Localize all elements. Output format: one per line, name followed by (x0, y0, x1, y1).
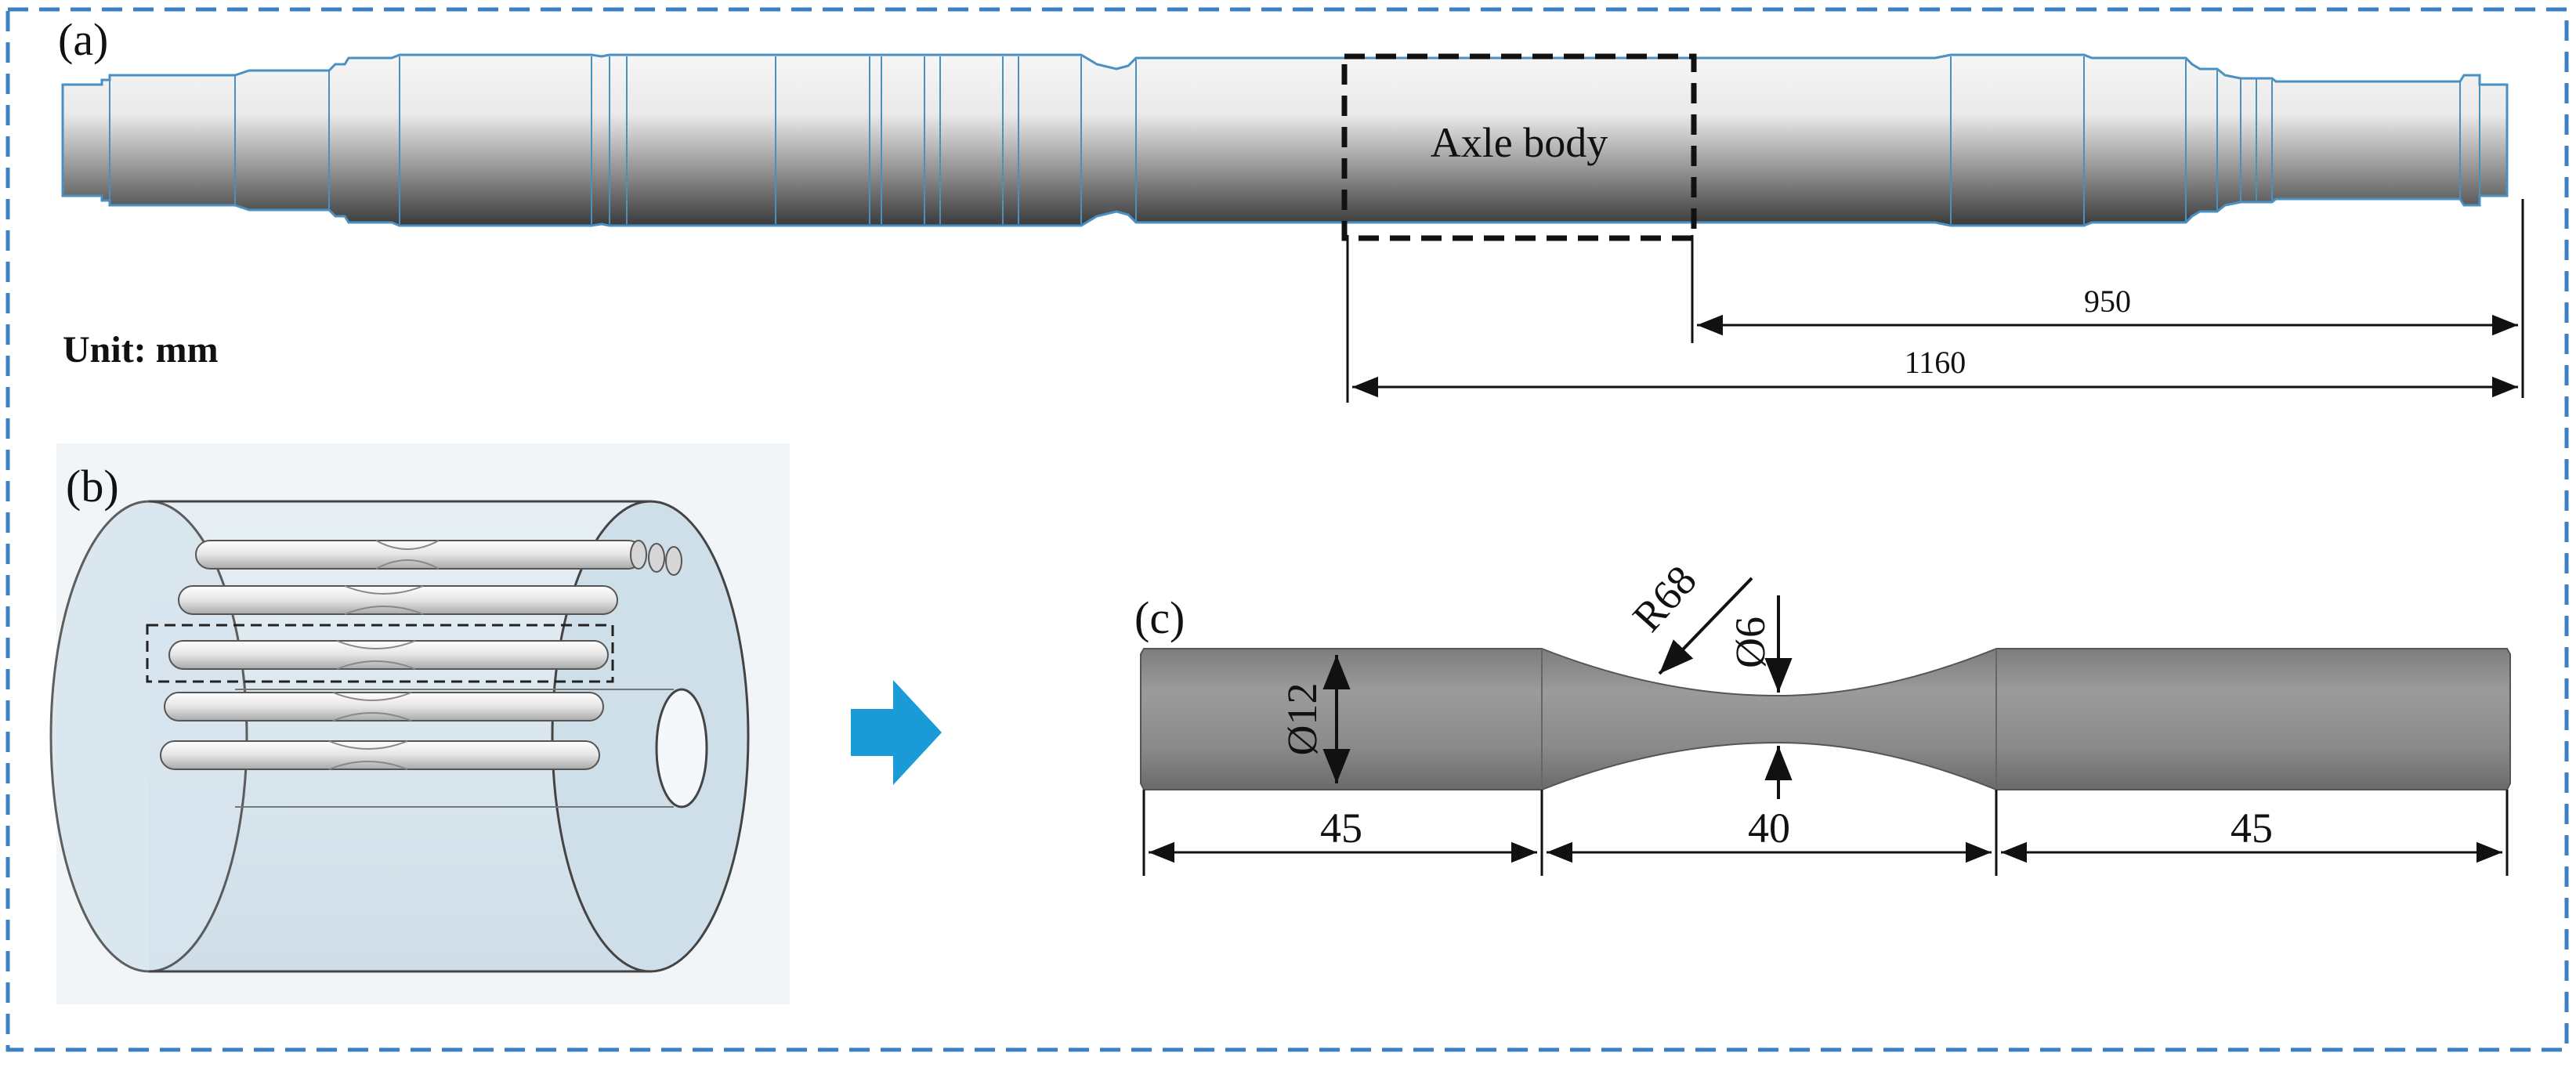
right-length-label: 45 (2230, 805, 2273, 852)
panel-c: (c) Ø12 Ø6 R68 45 40 45 (1134, 556, 2511, 876)
panel-c-label: (c) (1134, 592, 1185, 643)
chamber-left-end (49, 500, 248, 973)
rod-4 (164, 692, 604, 722)
rod-3 (168, 640, 609, 670)
panel-a: (a) (58, 14, 2524, 403)
chamber-bore (655, 688, 708, 808)
unit-label: Unit: mm (63, 329, 219, 371)
rod-5 (160, 740, 600, 770)
panel-b-label: (b) (66, 461, 119, 512)
panel-b: (b) (49, 443, 790, 1004)
left-length-label: 45 (1320, 805, 1362, 852)
axle-silhouette (61, 53, 2509, 227)
selected-rod-box (146, 624, 614, 683)
axle-section-lines (109, 56, 2480, 224)
dimension-1160: 1160 (1905, 345, 1966, 380)
axle-body-label: Axle body (1431, 119, 1608, 166)
dimension-950: 950 (2084, 284, 2131, 319)
rod-1 (195, 540, 643, 570)
shank-diameter-label: Ø12 (1279, 683, 1326, 756)
axle-dimension-lines (1346, 199, 2524, 403)
radius-leader (1658, 577, 1753, 675)
rod-neck-marks (328, 540, 440, 770)
right-arrow-icon (851, 680, 942, 785)
radius-label: R68 (1623, 556, 1706, 640)
fatigue-specimen (1140, 648, 2511, 790)
rod-2 (178, 585, 618, 615)
gauge-length-label: 40 (1748, 805, 1790, 852)
specimen-length-dims (1142, 790, 2509, 876)
panel-a-label: (a) (58, 14, 108, 65)
sampling-chamber (149, 501, 650, 971)
axle-body-box (1341, 53, 1697, 241)
specimen-rods (160, 540, 682, 770)
neck-diameter-label: Ø6 (1727, 617, 1774, 668)
outer-dashed-frame (5, 7, 2569, 1052)
chamber-right-end (551, 500, 750, 973)
